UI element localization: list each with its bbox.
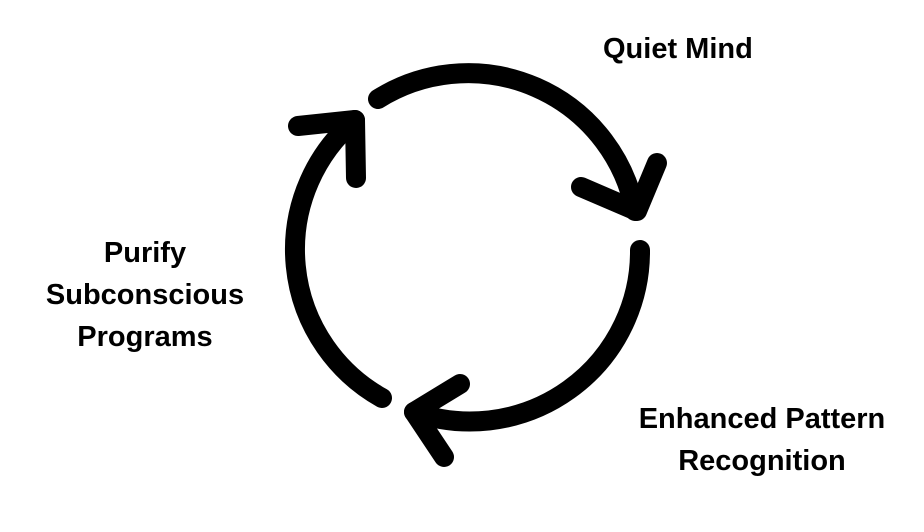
label-purify-subconscious-programs: Purify Subconscious Programs (30, 232, 260, 358)
label-enhanced-line-1: Enhanced Pattern (638, 403, 886, 435)
label-purify-line-2: Subconscious (45, 279, 245, 311)
arc-right (404, 240, 651, 432)
label-enhanced-pattern-recognition: Enhanced Pattern Recognition (614, 398, 910, 482)
arrowhead-top-left (288, 110, 366, 188)
arc-left (284, 110, 392, 408)
label-purify-line-1: Purify (103, 237, 187, 269)
label-enhanced-line-2: Recognition (678, 445, 846, 477)
label-quiet-mind-line-1: Quiet Mind (603, 33, 753, 65)
arrowhead-bottom (404, 374, 470, 467)
label-quiet-mind: Quiet Mind (603, 28, 753, 70)
arrowhead-top-right (571, 153, 667, 221)
arc-top (368, 63, 645, 221)
label-purify-line-3: Programs (77, 321, 213, 353)
